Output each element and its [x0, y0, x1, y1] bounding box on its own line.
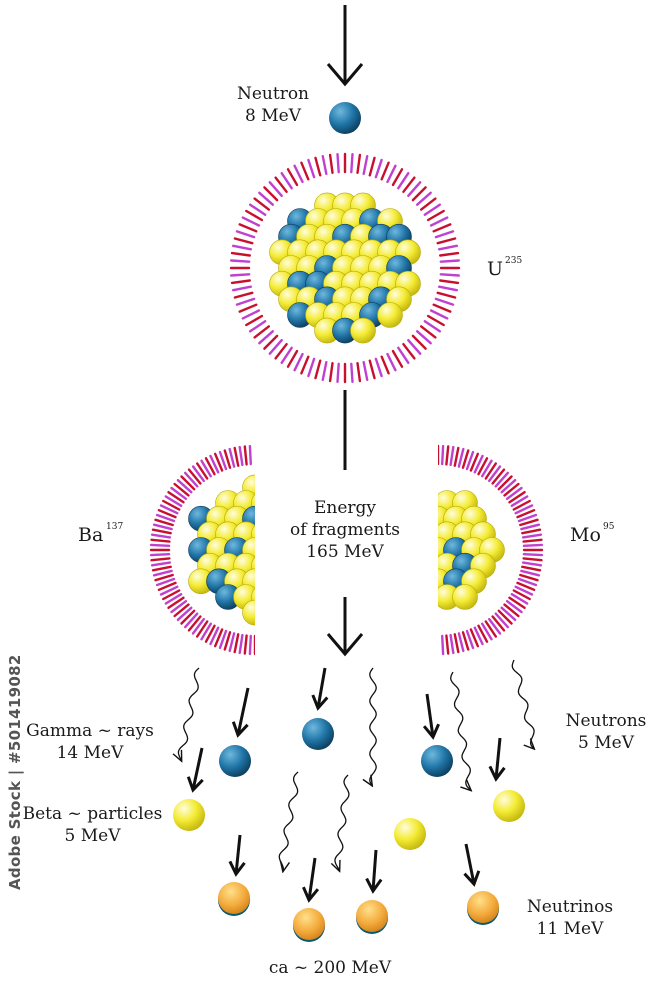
barium-mass: 137: [106, 522, 124, 532]
neutrons-label: Neutrons 5 MeV: [556, 710, 656, 754]
gamma-ray-6: [511, 659, 534, 748]
fragments-label-line2: of fragments: [289, 520, 401, 540]
emitted-neutron-3: [421, 745, 453, 777]
emitted-neutron-1: [219, 745, 251, 777]
neutron-label-energy: 8 MeV: [245, 106, 301, 126]
emission-arrow-head-8: [365, 877, 383, 894]
emission-arrow-head-4: [422, 723, 440, 740]
gamma-ray-2: [278, 771, 299, 871]
neutron-label: Neutron 8 MeV: [232, 83, 314, 127]
emission-arrow-head-7: [302, 886, 320, 903]
neutrino-1: [218, 882, 250, 916]
uranium-symbol: U: [487, 258, 504, 280]
emitted-neutron-2: [302, 718, 334, 750]
gamma-ray-1: [178, 667, 200, 760]
total-energy-label: ca ~ 200 MeV: [268, 958, 392, 978]
gamma-label: Gamma ~ rays 14 MeV: [20, 720, 160, 764]
fragments-label: Energy of fragments 165 MeV: [282, 497, 408, 563]
barium-fragment: [149, 444, 255, 656]
uranium-label: U 235: [487, 256, 522, 280]
incoming-arrow: [326, 5, 364, 87]
emission-arrow-7: [307, 857, 317, 901]
barium-label: Ba 137: [78, 522, 123, 546]
emission-arrow-9: [464, 843, 476, 885]
incoming-neutron: [329, 102, 361, 134]
emission-arrows: [186, 667, 506, 903]
barium-symbol: Ba: [78, 524, 104, 546]
emission-arrow-2: [316, 667, 327, 709]
neutrino-3: [356, 900, 388, 934]
neutron-label-name: Neutron: [236, 84, 310, 104]
neutrons-label-energy: 5 MeV: [578, 733, 634, 753]
neutrinos-label-name: Neutrinos: [526, 897, 614, 917]
fragments-label-line1: Energy: [313, 498, 377, 518]
beta-label: Beta ~ particles 5 MeV: [20, 803, 165, 847]
neutrino-2: [293, 908, 325, 942]
molybdenum-fragment: [438, 444, 544, 656]
molybdenum-mass: 95: [603, 522, 615, 532]
fragments-label-line3: 165 MeV: [306, 542, 384, 562]
molybdenum-symbol: Mo: [570, 524, 601, 546]
emission-arrow-head-2: [311, 694, 329, 711]
beta-particle-1: [173, 799, 205, 831]
emission-arrow-8: [371, 849, 378, 892]
neutrons-label-name: Neutrons: [565, 711, 647, 731]
emission-arrow-head-5: [488, 765, 506, 782]
gamma-ray-4: [370, 667, 377, 785]
gamma-label-name: Gamma ~ rays: [26, 721, 154, 741]
emission-arrow-head-3: [186, 776, 204, 793]
beta-label-energy: 5 MeV: [64, 826, 121, 846]
molybdenum-label: Mo 95: [570, 522, 614, 546]
gamma-ray-5: [450, 671, 471, 790]
stock-watermark: Adobe Stock | #501419082: [6, 654, 24, 890]
gamma-ray-3: [335, 774, 350, 870]
emission-arrow-head-9: [463, 870, 481, 887]
emission-arrow-4: [425, 693, 435, 738]
uranium-shell-ring: [229, 152, 461, 384]
emission-arrow-3: [191, 747, 204, 791]
emission-arrow-head-1: [231, 721, 249, 738]
neutrinos-label-energy: 11 MeV: [536, 919, 604, 939]
uranium-mass: 235: [505, 256, 523, 266]
gamma-label-energy: 14 MeV: [56, 743, 124, 763]
beta-particle-2: [394, 818, 426, 850]
emission-arrow-head-6: [228, 860, 246, 877]
neutrino-4: [467, 891, 499, 925]
beta-particle-3: [493, 790, 525, 822]
energy-arrow: [326, 597, 364, 657]
gamma-ray-arrows: [178, 659, 534, 871]
beta-label-name: Beta ~ particles: [22, 804, 163, 824]
emission-arrow-1: [236, 687, 250, 736]
emission-arrow-5: [494, 737, 502, 780]
uranium-nucleus: [269, 192, 421, 344]
emission-arrow-6: [234, 834, 242, 875]
neutrinos-label: Neutrinos 11 MeV: [515, 896, 625, 940]
